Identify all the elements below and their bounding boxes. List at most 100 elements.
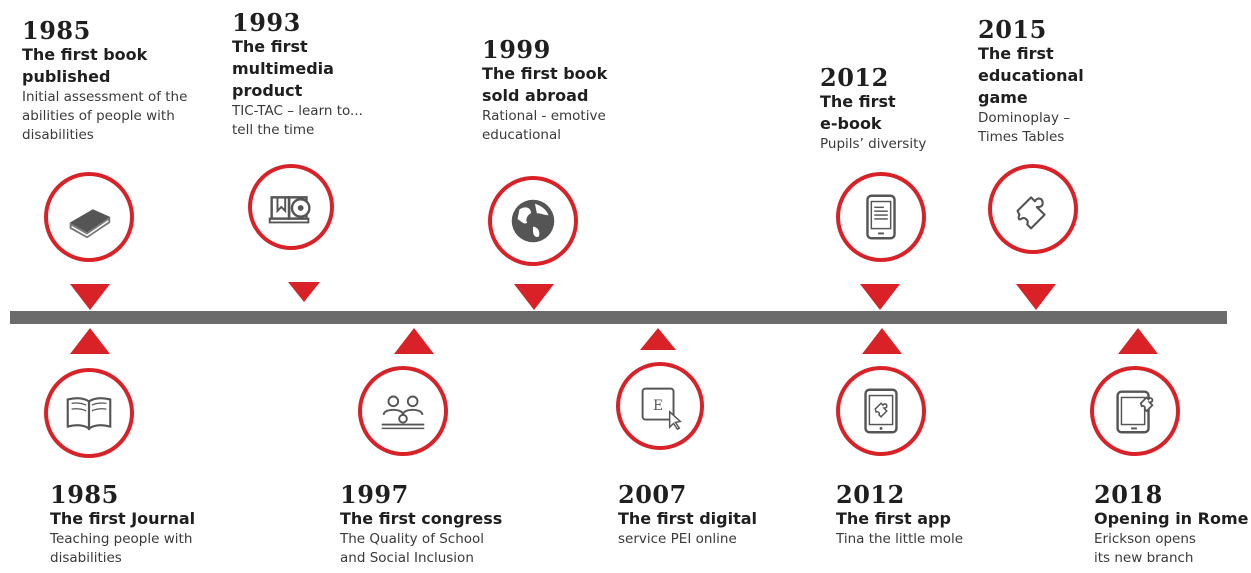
- event-title-line: published: [22, 67, 111, 86]
- ebook-icon-circle: [836, 172, 926, 262]
- tablet-app-icon: [864, 388, 898, 434]
- event-year: 1993: [232, 8, 301, 37]
- event-year: 1985: [50, 482, 119, 509]
- multimedia-icon-circle: [248, 164, 334, 250]
- event-title: The first Journal: [50, 508, 250, 530]
- event-title-line: The first app: [836, 509, 951, 528]
- event-title: The first congress: [340, 508, 540, 530]
- book-icon-circle: [44, 172, 134, 262]
- event-year: 2012: [836, 480, 905, 509]
- timeline-marker-down: [860, 284, 900, 310]
- event-title-line: The first book: [482, 64, 608, 83]
- event-bottom-1997: 1997 The first congress The Quality of S…: [340, 482, 540, 568]
- event-title-line: The first congress: [340, 509, 503, 528]
- event-desc-line: Dominoplay –: [978, 110, 1070, 126]
- app-icon-circle: [836, 366, 926, 456]
- timeline-marker-down: [514, 284, 554, 310]
- event-description: TIC-TAC – learn to... tell the time: [232, 102, 432, 140]
- event-year: 1999: [482, 35, 551, 64]
- event-title-line: educational: [978, 66, 1084, 85]
- event-title-line: product: [232, 81, 303, 100]
- event-desc-line: Erickson opens: [1094, 531, 1196, 547]
- event-bottom-2018: 2018 Opening in Rome Erickson opens its …: [1094, 482, 1251, 568]
- timeline-marker-up: [394, 328, 434, 354]
- timeline-marker-down: [288, 282, 320, 302]
- event-description: Dominoplay – Times Tables: [978, 109, 1138, 147]
- event-description: The Quality of School and Social Inclusi…: [340, 530, 540, 568]
- timeline-marker-down: [70, 284, 110, 310]
- event-year: 2007: [618, 480, 687, 509]
- event-title: The first e-book: [820, 91, 970, 135]
- puzzle-piece-icon: [1016, 196, 1046, 230]
- event-title: The first book published: [22, 44, 232, 88]
- event-title-line: e-book: [820, 114, 882, 133]
- globe-icon: [511, 199, 555, 243]
- event-desc-line: Rational - emotive: [482, 108, 606, 124]
- event-top-2015: 2015 The first educational game Dominopl…: [978, 17, 1138, 147]
- event-desc-line: its new branch: [1094, 550, 1194, 566]
- event-desc-line: disabilities: [22, 127, 94, 143]
- event-desc-line: Pupils’ diversity: [820, 136, 927, 152]
- globe-icon-circle: [488, 176, 578, 266]
- event-title-line: Opening in Rome: [1094, 509, 1249, 528]
- event-top-1985: 1985 The first book published Initial as…: [22, 18, 232, 145]
- event-desc-line: Tina the little mole: [836, 531, 964, 547]
- event-title-line: game: [978, 88, 1028, 107]
- event-title: The first multimedia product: [232, 36, 432, 102]
- event-description: Pupils’ diversity: [820, 135, 970, 154]
- puzzle-icon-circle: [988, 164, 1078, 254]
- event-desc-line: disabilities: [50, 550, 122, 566]
- event-description: Tina the little mole: [836, 530, 1036, 549]
- event-bottom-2007: 2007 The first digital service PEI onlin…: [618, 482, 808, 549]
- event-title-line: multimedia: [232, 59, 334, 78]
- event-description: Rational - emotive educational: [482, 107, 682, 145]
- event-year: 1997: [340, 480, 409, 509]
- event-desc-line: Initial assessment of the: [22, 89, 188, 105]
- timeline-marker-up: [640, 328, 676, 350]
- event-title: The first digital: [618, 508, 808, 530]
- event-year: 2015: [978, 15, 1047, 44]
- congress-icon-circle: [358, 366, 448, 456]
- timeline-marker-up: [862, 328, 902, 354]
- event-title-line: The first: [232, 37, 308, 56]
- event-desc-line: Times Tables: [978, 129, 1065, 145]
- timeline-marker-up: [1118, 328, 1158, 354]
- event-desc-line: tell the time: [232, 122, 315, 138]
- event-desc-line: and Social Inclusion: [340, 550, 474, 566]
- event-top-2012: 2012 The first e-book Pupils’ diversity: [820, 65, 970, 154]
- svg-text:E: E: [653, 398, 663, 414]
- event-title-line: The first: [978, 44, 1054, 63]
- event-desc-line: TIC-TAC – learn to...: [232, 103, 363, 119]
- event-description: service PEI online: [618, 530, 808, 549]
- book-icon: [69, 209, 111, 239]
- digital-icon-circle: E: [616, 362, 704, 450]
- tablet-puzzle-icon: [1116, 390, 1154, 434]
- event-title: The first educational game: [978, 43, 1138, 109]
- event-year: 2018: [1094, 480, 1163, 509]
- congress-people-icon: [381, 395, 425, 430]
- event-title: Opening in Rome: [1094, 508, 1251, 530]
- event-desc-line: abilities of people with: [22, 108, 175, 124]
- digital-service-icon: E: [641, 387, 682, 431]
- event-desc-line: The Quality of School: [340, 531, 485, 547]
- event-description: Erickson opens its new branch: [1094, 530, 1251, 568]
- rome-icon-circle: [1090, 366, 1180, 456]
- multimedia-book-disc-icon: [268, 196, 311, 224]
- event-title: The first app: [836, 508, 1036, 530]
- event-title-line: sold abroad: [482, 86, 589, 105]
- event-desc-line: Teaching people with: [50, 531, 193, 547]
- event-bottom-2012: 2012 The first app Tina the little mole: [836, 482, 1036, 549]
- event-title-line: The first book: [22, 45, 148, 64]
- event-year: 1985: [22, 16, 91, 45]
- timeline-marker-up: [70, 328, 110, 354]
- open-book-icon: [66, 397, 112, 431]
- event-top-1993: 1993 The first multimedia product TIC-TA…: [232, 10, 432, 140]
- event-title-line: The first Journal: [50, 509, 196, 528]
- event-description: Teaching people with disabilities: [50, 530, 250, 568]
- event-desc-line: educational: [482, 127, 562, 143]
- event-title-line: The first digital: [618, 509, 758, 528]
- event-year: 2012: [820, 63, 889, 92]
- open-book-icon-circle: [44, 368, 134, 458]
- event-description: Initial assessment of the abilities of p…: [22, 88, 232, 145]
- timeline-bar: [10, 311, 1227, 324]
